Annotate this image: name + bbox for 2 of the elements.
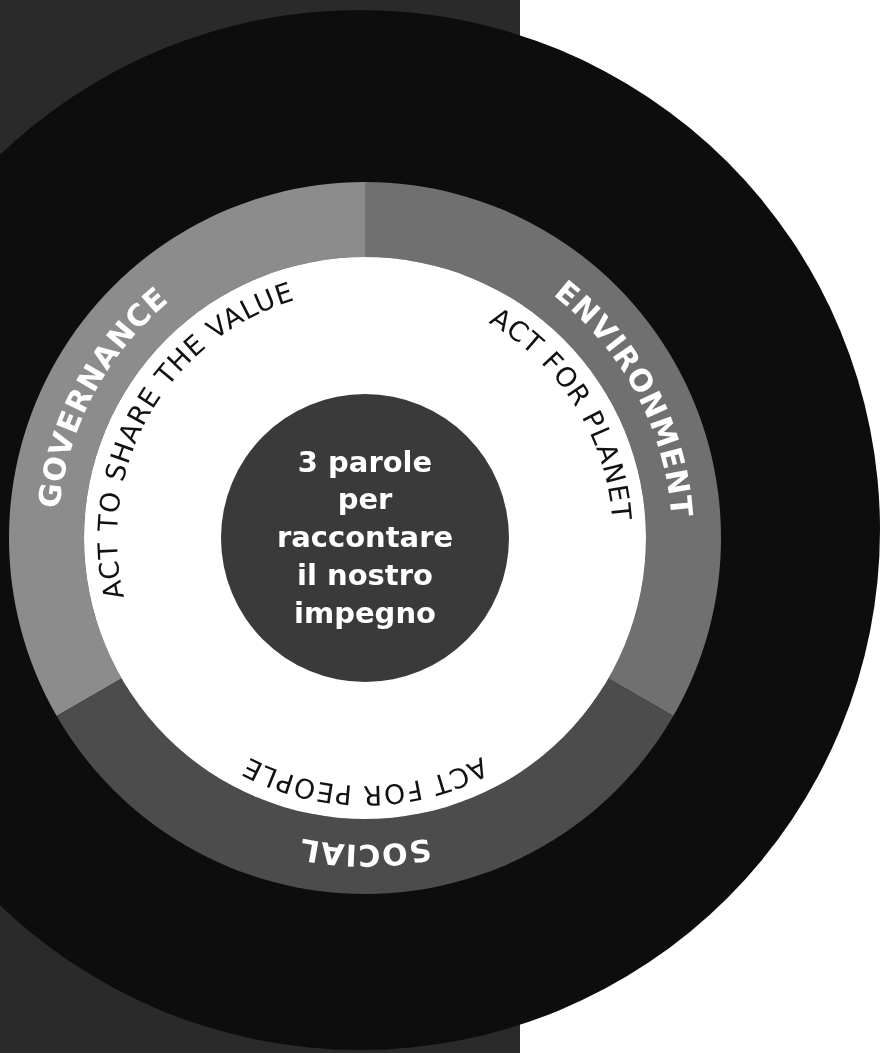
center-text: 3 parole per raccontare il nostro impegno	[275, 443, 455, 632]
segment-label: SOCIAL	[296, 831, 434, 874]
